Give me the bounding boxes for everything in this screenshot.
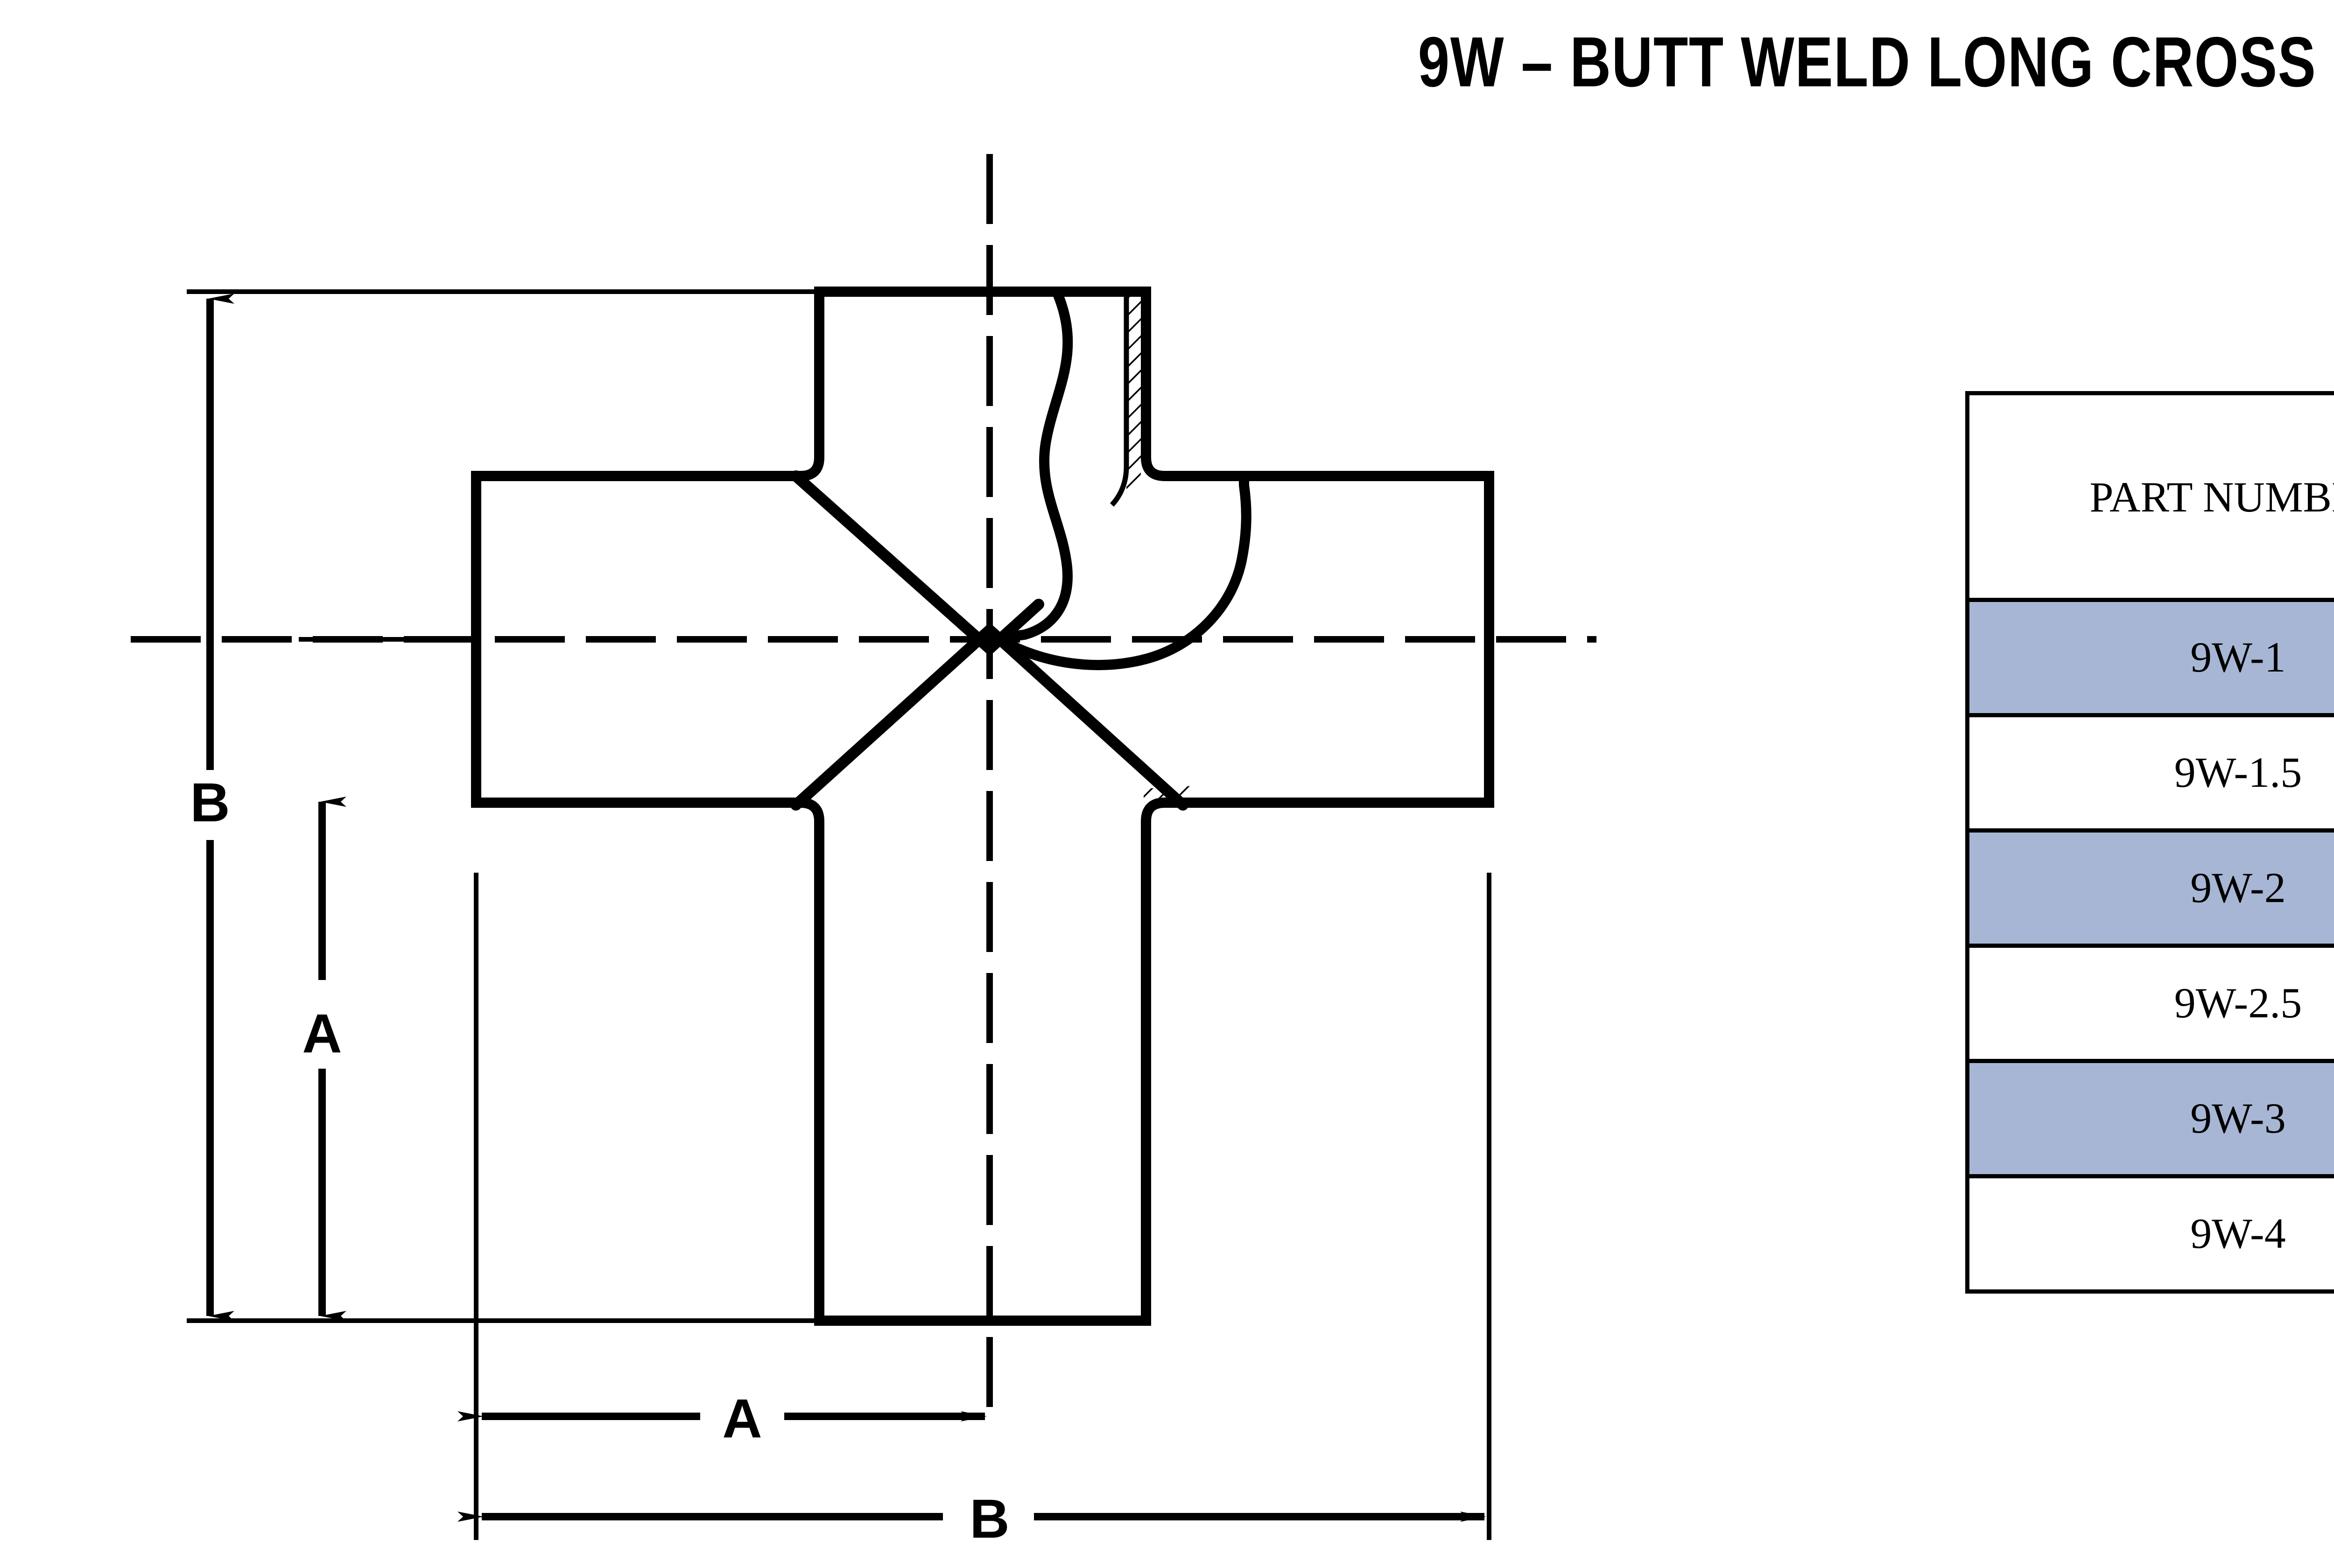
cross-body-outline	[471, 287, 1494, 1326]
table-row[interactable]: 9W-4 4 3.875 7.750	[1965, 1174, 2334, 1294]
bore-wall-section-hatch	[1110, 295, 1195, 799]
table-header-row: PART NUMBER SIZE (inches) A (inches) B (…	[1965, 391, 2334, 602]
cell-part-number: 9W-3	[1965, 1059, 2334, 1178]
header-cell-part-number: PART NUMBER	[1965, 391, 2334, 602]
centerlines	[131, 154, 1596, 1428]
table-row[interactable]: 9W-2 2 3.000 6.000	[1965, 828, 2334, 948]
dimension-b-vertical: B	[190, 294, 234, 1321]
table-row[interactable]: 9W-1.5 1-1/2 2.250 4.500	[1965, 713, 2334, 833]
cell-part-number: 9W-4	[1965, 1174, 2334, 1294]
extension-lines	[187, 289, 1491, 1540]
header-main-part-number: PART NUMBER	[2089, 473, 2334, 521]
cell-part-number: 9W-2.5	[1965, 944, 2334, 1063]
cell-part-number: 9W-2	[1965, 828, 2334, 948]
table-row[interactable]: 9W-1 1 1.875 3.750	[1965, 598, 2334, 717]
page-title: 9W – BUTT WELD LONG CROSS	[1418, 22, 2317, 102]
cell-part-number: 9W-1	[1965, 598, 2334, 717]
table-row[interactable]: 9W-2.5 2-1/2 3.000 6.000	[1965, 944, 2334, 1063]
technical-drawing: B A A B	[131, 154, 1596, 1550]
dim-a-horizontal-label: A	[722, 1388, 762, 1449]
spec-table-container: PART NUMBER SIZE (inches) A (inches) B (…	[1965, 391, 2334, 1294]
dimension-b-horizontal: B	[457, 1488, 1486, 1550]
dimensions-table: PART NUMBER SIZE (inches) A (inches) B (…	[1965, 391, 2334, 1294]
dimension-a-vertical: A	[302, 797, 346, 1321]
dim-b-vertical-label: B	[190, 772, 230, 833]
table-row[interactable]: 9W-3 3 3.250 6.500	[1965, 1059, 2334, 1178]
dim-b-horizontal-label: B	[970, 1488, 1009, 1550]
dim-a-vertical-label: A	[302, 1003, 342, 1064]
cell-part-number: 9W-1.5	[1965, 713, 2334, 833]
dimension-a-horizontal: A	[457, 1388, 987, 1449]
